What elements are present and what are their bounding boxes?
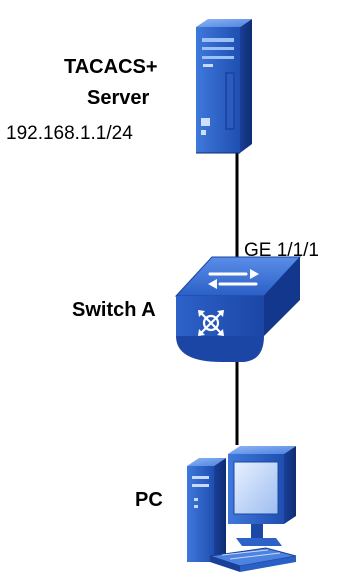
- port-label: GE 1/1/1: [244, 240, 319, 261]
- server-name-label-line2: Server: [87, 87, 150, 109]
- server-tower-icon: [196, 19, 252, 154]
- network-switch-icon: [174, 256, 302, 362]
- desktop-computer-icon: [187, 446, 297, 572]
- server-name-label-line1: TACACS+: [64, 56, 158, 78]
- server-ip-label: 192.168.1.1/24: [6, 123, 133, 144]
- pc-name-label: PC: [135, 489, 163, 511]
- switch-name-label: Switch A: [72, 299, 156, 321]
